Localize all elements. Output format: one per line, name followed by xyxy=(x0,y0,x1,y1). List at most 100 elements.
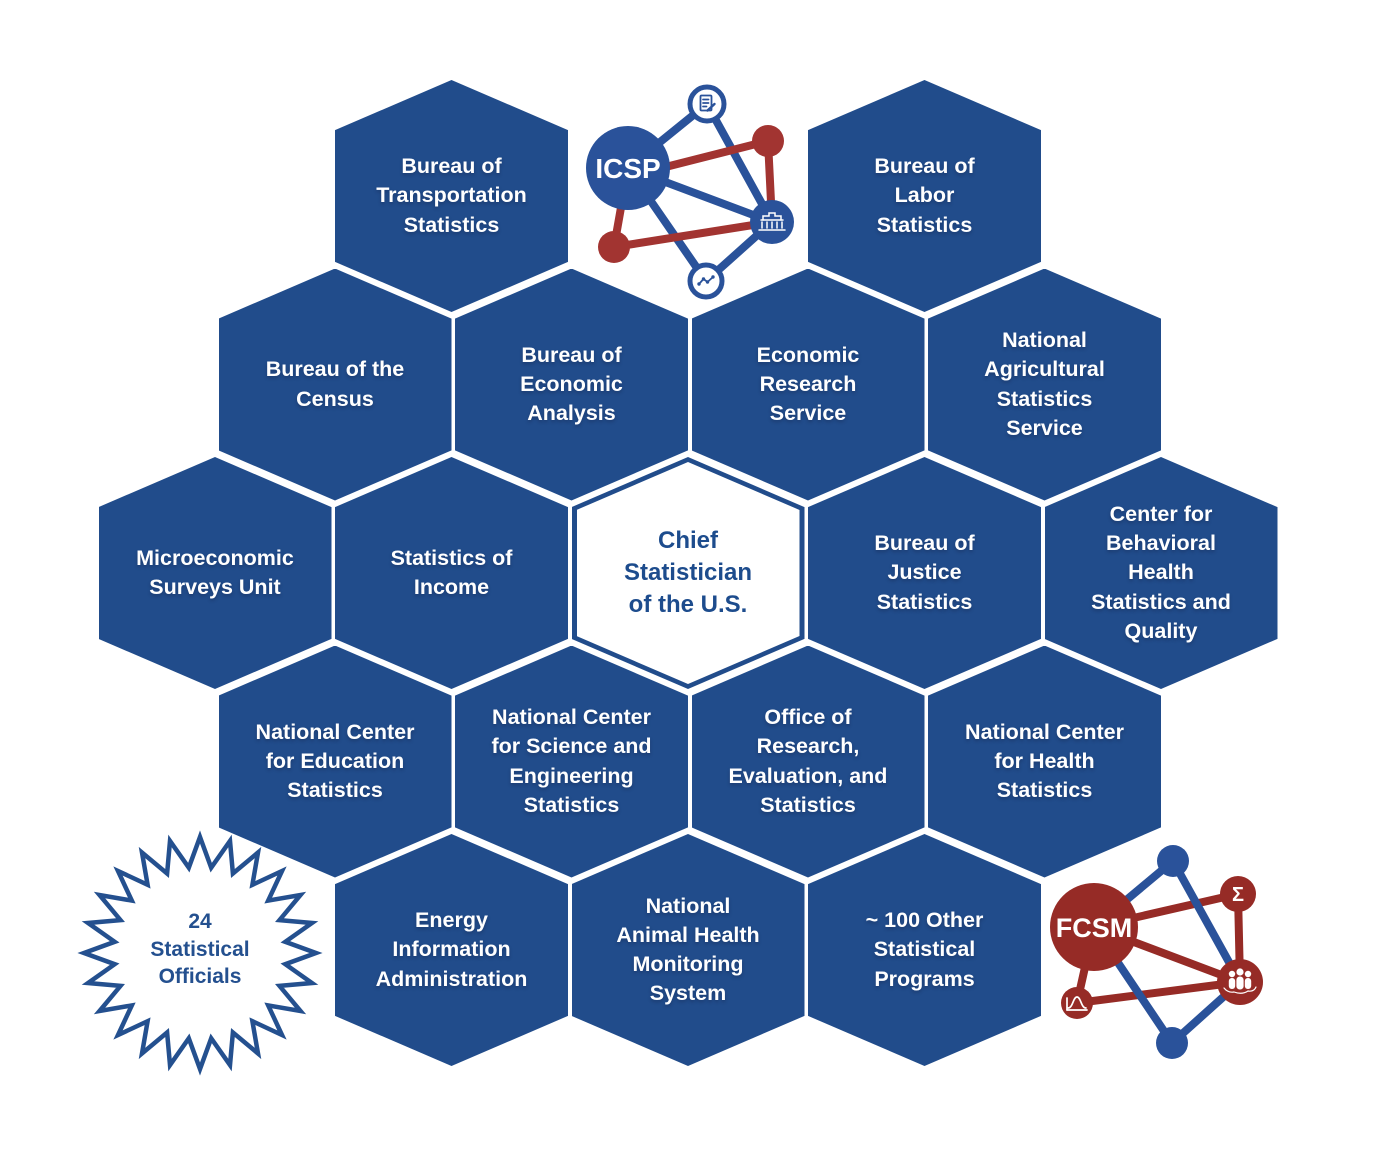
label-line: System xyxy=(649,981,727,1006)
label-line: Chief xyxy=(657,527,718,555)
icsp-building-node xyxy=(750,200,794,244)
label-line: Programs xyxy=(874,966,975,991)
label-line: Economic xyxy=(756,342,860,367)
label-line: Statistics and xyxy=(1091,589,1231,614)
label-line: of the U.S. xyxy=(628,590,748,618)
fcsm-blue-node xyxy=(1157,845,1189,877)
people-map-icon xyxy=(1223,968,1257,994)
label-line: Energy xyxy=(415,908,488,933)
label-line: Agricultural xyxy=(984,357,1105,382)
label-line: Census xyxy=(296,386,374,411)
fcsm-sigma-node xyxy=(1220,876,1256,912)
label-line: Statistician xyxy=(623,559,753,587)
label-line: for Health xyxy=(994,748,1095,773)
hexagon-statistics-of-income: Statistics of Income xyxy=(335,457,568,689)
label-line: Information xyxy=(392,937,511,962)
label-line: National Center xyxy=(492,705,651,730)
label-line: Statistics xyxy=(403,212,500,237)
label-line: Research, xyxy=(756,734,860,759)
sigma-icon: Σ xyxy=(1232,884,1244,906)
icsp-red-node xyxy=(752,125,784,157)
icsp-red-node xyxy=(598,231,630,263)
fcsm-logo: Σ FCSM xyxy=(1050,845,1263,1059)
census-building-icon xyxy=(758,212,786,231)
label-line: Bureau of xyxy=(874,531,975,556)
label-line: Evaluation, and xyxy=(728,763,888,788)
label-line: Statistics xyxy=(996,386,1093,411)
fcsm-people-node xyxy=(1217,959,1263,1005)
fcsm-curve-node xyxy=(1061,987,1093,1019)
label-line: Bureau of the xyxy=(265,357,405,382)
label-line: Justice xyxy=(887,560,962,585)
label-line: Statistics xyxy=(876,589,973,614)
label-line: Statistics xyxy=(287,778,383,803)
label-line: National xyxy=(645,893,731,918)
label-line: Microeconomic xyxy=(136,545,294,570)
label-line: Income xyxy=(413,575,490,599)
label-line: ~ 100 Other xyxy=(865,908,984,933)
icsp-chart-node xyxy=(687,262,725,300)
starburst-line: 24 xyxy=(188,910,212,933)
label-line: Statistics xyxy=(876,212,973,237)
bell-curve-icon xyxy=(1066,996,1088,1011)
label-line: Center for xyxy=(1109,501,1213,526)
starburst-line: Officials xyxy=(158,965,242,989)
label-line: Bureau of xyxy=(874,154,975,179)
icsp-clipboard-node xyxy=(687,84,727,124)
icsp-main-node xyxy=(586,126,670,210)
fcsm-blue-node xyxy=(1156,1027,1188,1059)
label-line: Statistics xyxy=(523,792,620,817)
label-line: Engineering xyxy=(509,763,634,788)
label-line: Statistical xyxy=(873,937,976,962)
starburst-line: Statistical xyxy=(150,937,250,961)
label-line: Monitoring xyxy=(632,952,744,976)
label-line: Research xyxy=(759,371,857,396)
label-line: National Center xyxy=(255,719,415,744)
label-line: Administration xyxy=(375,966,528,991)
label-line: Bureau of xyxy=(401,154,502,179)
label-line: Statistics of xyxy=(390,545,513,570)
icsp-label: ICSP xyxy=(595,153,660,184)
label-line: Surveys Unit xyxy=(149,575,281,599)
label-line: for Education xyxy=(265,748,405,773)
label-line: Service xyxy=(769,401,847,426)
label-line: for Science and xyxy=(491,734,652,759)
label-line: Statistics xyxy=(996,778,1093,803)
label-line: National xyxy=(1002,328,1087,353)
label-line: Labor xyxy=(894,183,955,208)
label-line: Health xyxy=(1128,560,1194,585)
fcsm-label: FCSM xyxy=(1056,913,1133,943)
label-line: Analysis xyxy=(527,401,616,426)
